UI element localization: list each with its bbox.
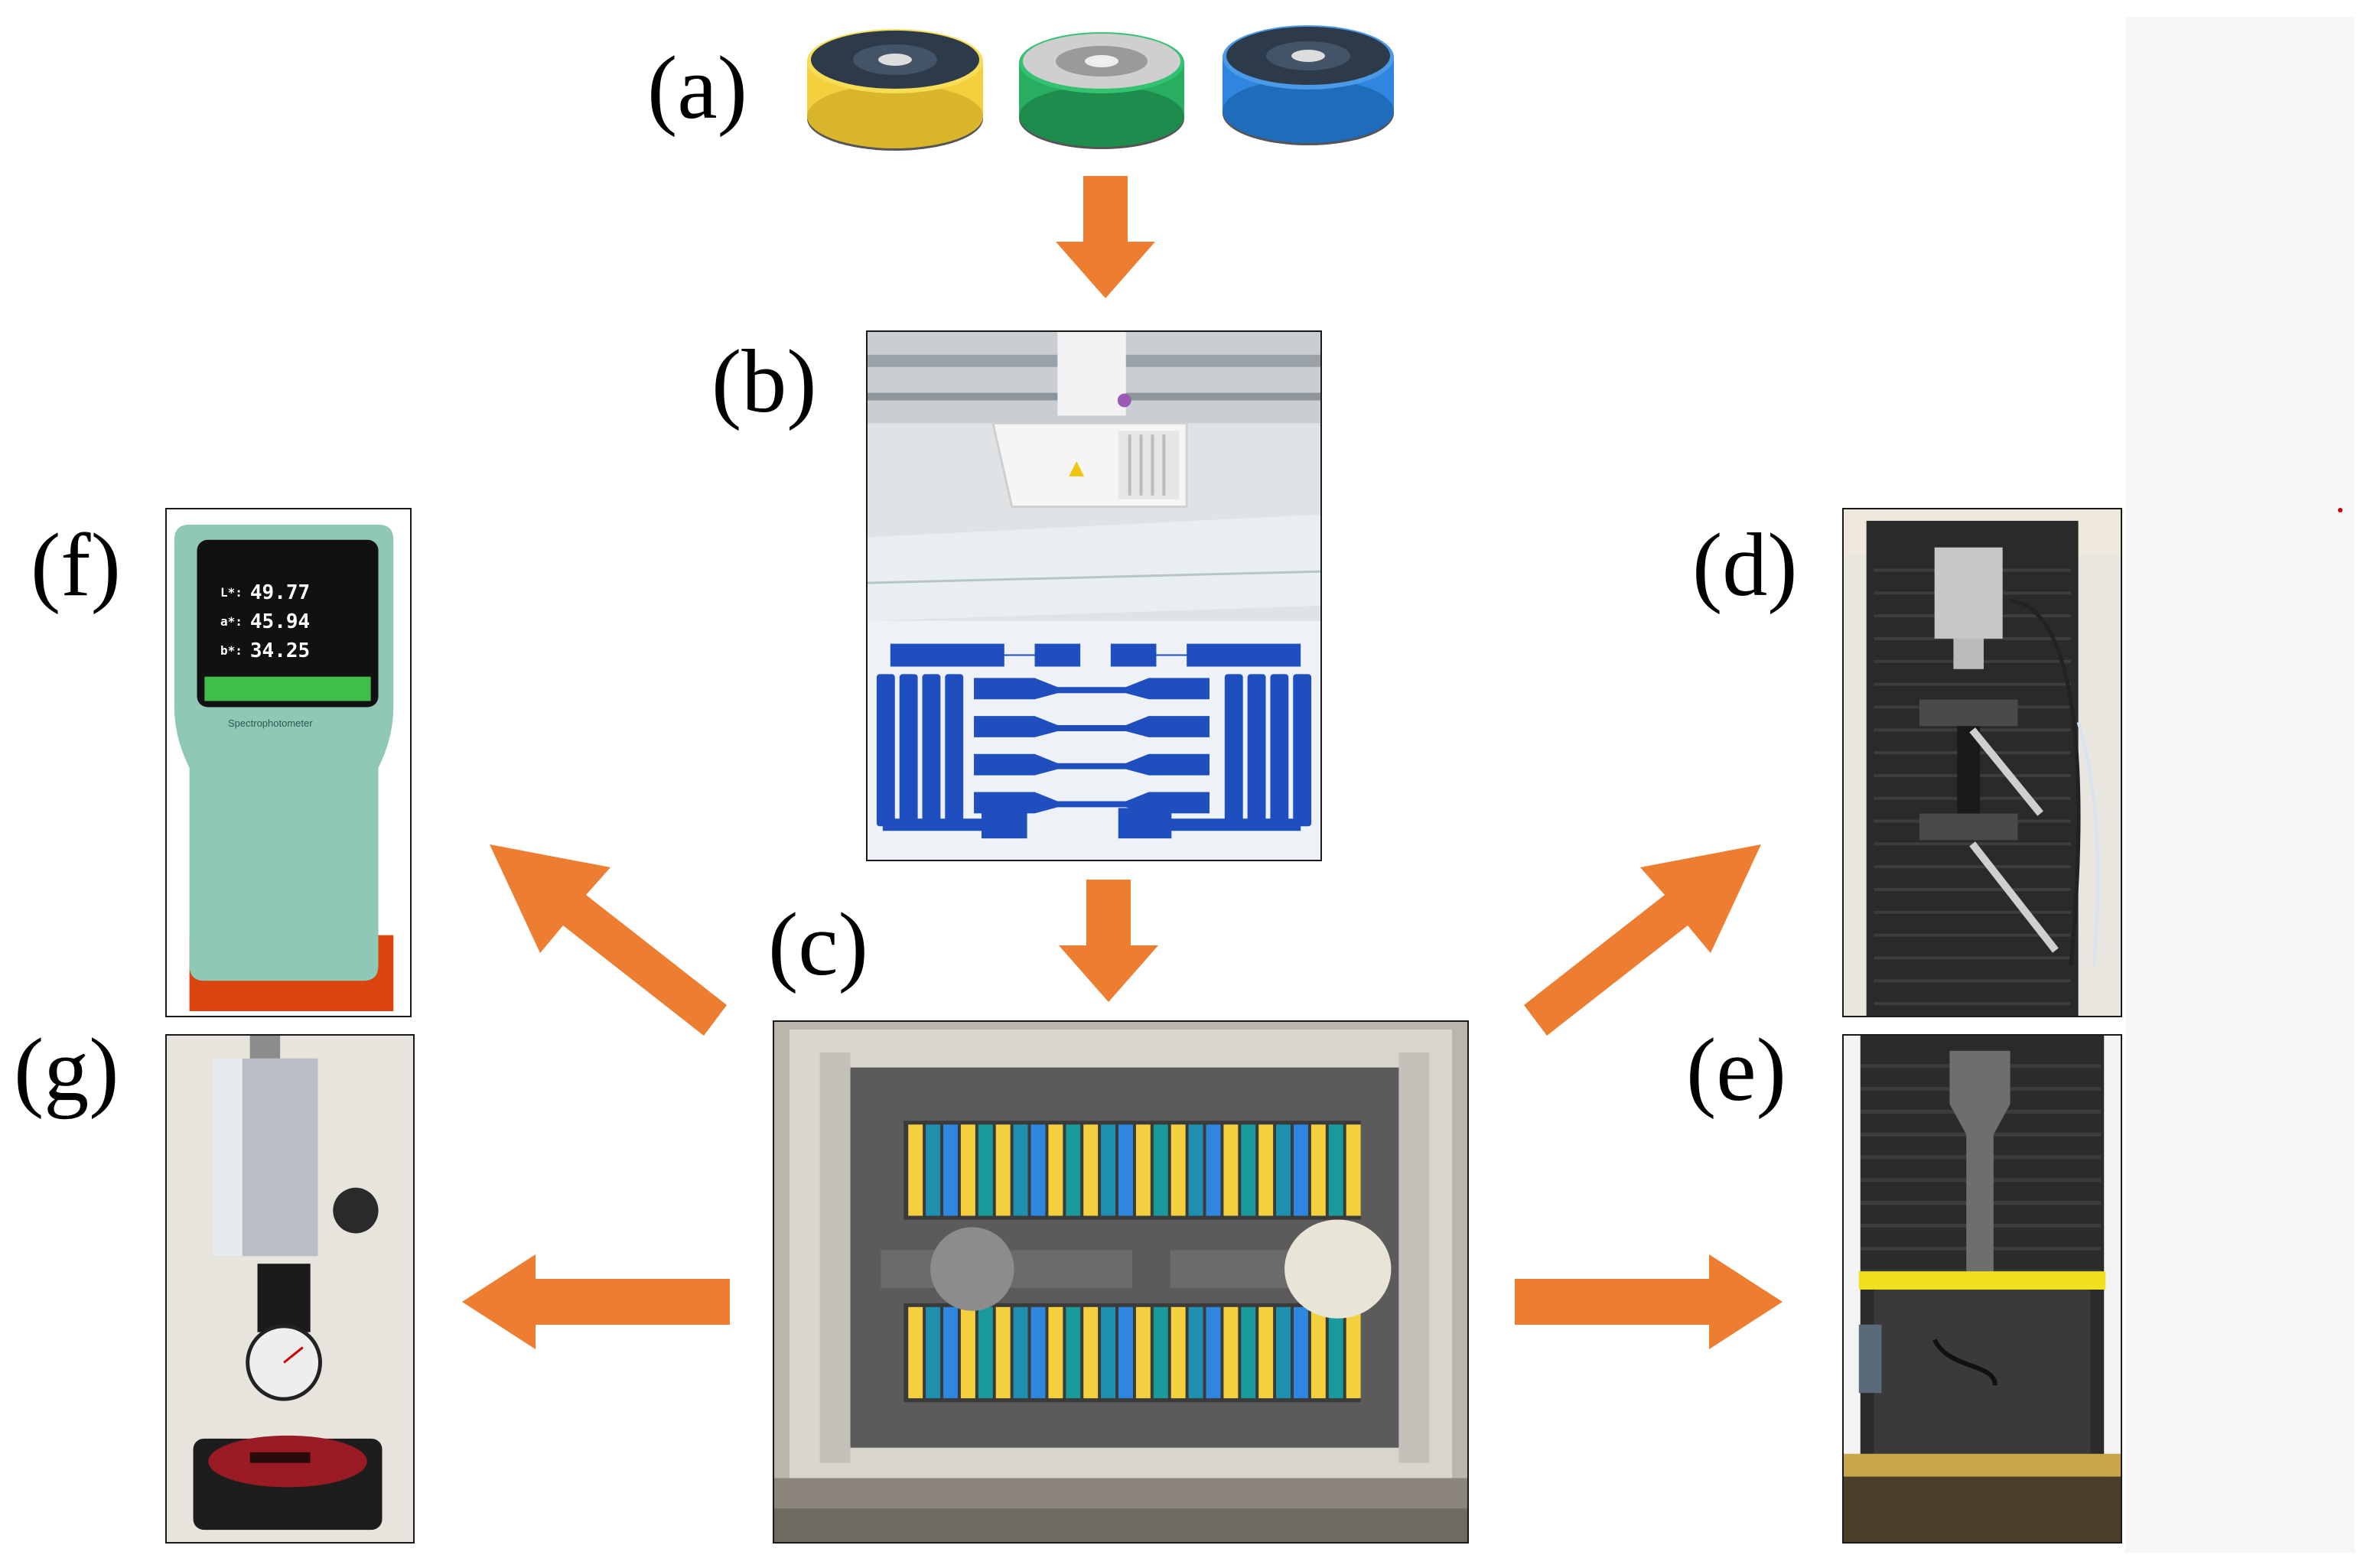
label-g: (g) [14, 1020, 119, 1120]
aged-specimen [1153, 1124, 1168, 1216]
aged-specimen [1170, 1124, 1186, 1216]
aged-specimen [926, 1306, 941, 1399]
aged-specimen [1030, 1124, 1046, 1216]
aged-specimen [1083, 1124, 1099, 1216]
aged-specimen [1013, 1306, 1028, 1399]
arrow-a-to-b [1056, 176, 1155, 298]
aged-specimen [1223, 1306, 1239, 1399]
spectrophotometer-brand: Spectrophotometer [228, 717, 313, 729]
aged-specimen [1153, 1306, 1168, 1399]
aged-specimen [1030, 1306, 1046, 1399]
upper-specimen-rack [903, 1121, 1361, 1220]
aged-specimen [1223, 1124, 1239, 1216]
lcd-a-label: a*: [220, 614, 243, 629]
yellow-filament-spool [807, 29, 983, 151]
lcd-b-label: b*: [220, 643, 243, 658]
aged-specimen [995, 1306, 1011, 1399]
aged-specimen [1170, 1306, 1186, 1399]
aged-specimen [1048, 1306, 1063, 1399]
spectrophotometer-screen: L*: 49.77 a*: 45.94 b*: 34.25 [220, 578, 373, 665]
arrow-c-to-e [1515, 1254, 1783, 1349]
aged-specimen [1276, 1124, 1291, 1216]
aged-specimen [1241, 1306, 1256, 1399]
stray-red-dot [2338, 508, 2343, 512]
aged-specimen [908, 1306, 923, 1399]
label-d: (d) [1692, 515, 1798, 615]
aged-specimen [1328, 1124, 1343, 1216]
aged-specimen [1118, 1306, 1133, 1399]
blue-filament-spool [1223, 25, 1394, 145]
filament-spools [796, 15, 1408, 153]
green-filament-spool [1019, 32, 1184, 149]
aged-specimen [978, 1306, 993, 1399]
arrow-c-to-f [490, 844, 727, 1036]
print-head [991, 332, 1188, 509]
aged-specimen [908, 1124, 923, 1216]
lcd-L-value: 49.77 [249, 581, 311, 604]
aged-specimen [960, 1124, 975, 1216]
aged-specimen [1048, 1124, 1063, 1216]
label-e: (e) [1686, 1020, 1786, 1120]
aged-specimen [1241, 1124, 1256, 1216]
aged-specimen [1118, 1124, 1133, 1216]
printer-photo [866, 330, 1322, 861]
aged-specimen [1346, 1124, 1361, 1216]
tensile-tester-photo [1842, 508, 2122, 1017]
hardness-tester-photo [165, 1034, 415, 1544]
aged-specimen [1083, 1306, 1099, 1399]
right-margin-strip [2125, 17, 2355, 1553]
aged-specimen [1066, 1306, 1081, 1399]
label-a: (a) [647, 37, 747, 138]
label-c: (c) [768, 894, 868, 994]
aging-chamber-photo [773, 1020, 1469, 1544]
arrow-c-to-g [462, 1254, 730, 1349]
label-b: (b) [711, 331, 817, 431]
aged-specimen [1328, 1306, 1343, 1399]
aged-specimen [978, 1124, 993, 1216]
lower-specimen-rack [903, 1303, 1361, 1403]
aged-specimen [1346, 1306, 1361, 1399]
arrow-c-to-d [1524, 844, 1761, 1036]
aged-specimen [1258, 1124, 1274, 1216]
aged-specimen [1206, 1306, 1221, 1399]
aged-specimen [1188, 1124, 1203, 1216]
aged-specimen [995, 1124, 1011, 1216]
printed-specimens [876, 643, 1312, 839]
spectrophotometer-photo: L*: 49.77 a*: 45.94 b*: 34.25 Spectropho… [165, 508, 412, 1017]
aged-specimen [1188, 1306, 1203, 1399]
lcd-L-label: L*: [220, 585, 243, 600]
aged-specimen [1101, 1124, 1116, 1216]
aged-specimen [1310, 1124, 1326, 1216]
aged-specimen [926, 1124, 941, 1216]
aged-specimen [943, 1306, 958, 1399]
aged-specimen [1013, 1124, 1028, 1216]
lcd-a-value: 45.94 [249, 610, 311, 633]
aged-specimen [1206, 1124, 1221, 1216]
aged-specimen [943, 1124, 958, 1216]
aged-specimen [1258, 1306, 1274, 1399]
lcd-b-value: 34.25 [249, 639, 311, 662]
aged-specimen [1101, 1306, 1116, 1399]
aged-specimen [960, 1306, 975, 1399]
tensile-grip-photo [1842, 1034, 2122, 1544]
aged-specimen [1135, 1306, 1151, 1399]
aged-specimen [1066, 1124, 1081, 1216]
aged-specimen [1135, 1124, 1151, 1216]
arrow-b-to-c [1059, 880, 1158, 1002]
aged-specimen [1276, 1306, 1291, 1399]
aged-specimen [1294, 1124, 1308, 1216]
aged-specimen [1310, 1306, 1326, 1399]
aged-specimen [1294, 1306, 1308, 1399]
label-f: (f) [31, 515, 121, 615]
